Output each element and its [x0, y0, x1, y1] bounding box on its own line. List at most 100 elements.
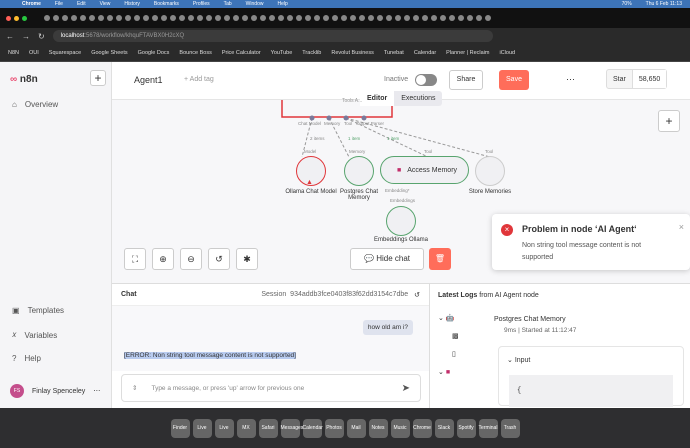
menu-tab[interactable]: Tab — [223, 1, 232, 7]
dock-app[interactable]: Slack — [434, 418, 454, 438]
battery[interactable]: 70% — [621, 1, 632, 7]
access-memory-icon[interactable]: ⌄ ■ — [438, 369, 451, 376]
zoom-in-icon[interactable]: ⊕ — [152, 248, 174, 270]
send-icon[interactable]: ➤ — [401, 382, 410, 394]
dock-app[interactable]: Live — [214, 418, 234, 438]
active-toggle[interactable] — [415, 74, 437, 86]
url-input[interactable]: localhost:5678/workflow/khquFTAVBX0H2cXQ — [52, 30, 493, 42]
dock-app[interactable]: MX — [236, 418, 256, 438]
agent-node-label[interactable]: Tools A... — [342, 98, 363, 104]
chat-input[interactable]: ⇕Type a message, or press 'up' arrow for… — [121, 374, 421, 402]
menu-view[interactable]: View — [99, 1, 111, 7]
tab-editor[interactable]: Editor — [360, 91, 395, 106]
dock-app[interactable]: Finder — [170, 418, 190, 438]
menu-bookmarks[interactable]: Bookmarks — [153, 1, 179, 7]
n8n-logo[interactable]: ∞ n8n — [10, 74, 38, 85]
dock-app[interactable]: Messages — [280, 418, 303, 438]
browser-tabs[interactable] — [44, 15, 491, 21]
create-button[interactable]: + — [90, 70, 106, 86]
clock[interactable]: Thu 6 Feb 11:13 — [645, 1, 682, 7]
mode-tabs: Editor Executions — [360, 91, 443, 106]
sidebar-item-help[interactable]: ?Help — [12, 354, 41, 363]
tab-executions[interactable]: Executions — [401, 95, 436, 102]
debug-icon[interactable]: ✱ — [236, 248, 258, 270]
node-label: Embeddings Ollama — [373, 237, 429, 243]
node-embeddings-ollama[interactable] — [386, 206, 416, 236]
node-access-memory[interactable]: ■Access Memory — [380, 156, 469, 184]
menu-file[interactable]: File — [54, 1, 63, 7]
refresh-session-icon[interactable]: ↺ — [414, 291, 420, 299]
chat-panel: Chat Session 934addb3fce0403f83f62dd3154… — [112, 283, 430, 408]
menu-edit[interactable]: Edit — [76, 1, 86, 7]
bookmark[interactable]: Bounce Boss — [179, 49, 212, 56]
hide-chat-button[interactable]: 💬 Hide chat — [350, 248, 424, 270]
dock-app[interactable]: Calendar — [302, 418, 323, 438]
agent-robot-icon[interactable]: ⌄ 🤖 — [438, 315, 455, 322]
bookmark[interactable]: N8N — [8, 49, 20, 56]
zoom-out-icon[interactable]: ⊖ — [180, 248, 202, 270]
bookmark[interactable]: YouTube — [270, 49, 293, 56]
menu-app[interactable]: Chrome — [22, 1, 41, 7]
mac-menubar: Chrome File Edit View History Bookmarks … — [0, 0, 690, 8]
ollama-icon[interactable]: ▯ — [452, 351, 456, 358]
save-button[interactable]: Save — [499, 70, 529, 90]
port-label: Tool — [424, 149, 433, 154]
close-window-icon[interactable] — [6, 15, 11, 21]
port-label: Tool — [485, 149, 494, 154]
input-toggle[interactable]: ⌄ Input — [507, 357, 531, 364]
node-ollama-chat-model[interactable] — [296, 156, 326, 186]
menu-history[interactable]: History — [124, 1, 140, 7]
dock-app[interactable]: Music — [390, 418, 410, 438]
forward-icon[interactable]: → — [22, 31, 30, 41]
share-button[interactable]: Share — [449, 70, 483, 90]
menu-profiles[interactable]: Profiles — [192, 1, 210, 7]
dock-app[interactable]: Chrome — [412, 418, 432, 438]
address-bar-row: ← → ↻ localhost:5678/workflow/khquFTAVBX… — [0, 28, 690, 44]
dock-app[interactable]: Spotify — [456, 418, 476, 438]
workflow-name[interactable]: Agent1 — [134, 75, 163, 85]
sidebar-item-overview[interactable]: ⌂Overview — [12, 100, 59, 109]
sidebar-item-templates[interactable]: ▣Templates — [12, 306, 65, 315]
menu-window[interactable]: Window — [245, 1, 264, 7]
bookmark[interactable]: Google Sheets — [91, 49, 128, 56]
bookmark[interactable]: iCloud — [499, 49, 516, 56]
bookmark[interactable]: Google Docs — [137, 49, 170, 56]
port-label: Memory — [324, 121, 341, 126]
bookmark[interactable]: OUI — [29, 49, 39, 56]
node-store-memories[interactable] — [475, 156, 505, 186]
dock-app[interactable]: Photos — [324, 418, 344, 438]
menu-help[interactable]: Help — [277, 1, 288, 7]
node-postgres-chat-memory[interactable] — [344, 156, 374, 186]
history-arrows-icon[interactable]: ⇕ — [132, 385, 138, 392]
bookmark[interactable]: Tunebat — [383, 49, 404, 56]
dock-app[interactable]: Safari — [258, 418, 278, 438]
back-icon[interactable]: ← — [6, 31, 14, 41]
more-options-icon[interactable]: ⋯ — [566, 74, 575, 84]
dock-app[interactable]: Trash — [500, 418, 520, 438]
delete-icon[interactable]: 🗑 — [429, 248, 451, 270]
add-tag-button[interactable]: + Add tag — [184, 76, 214, 83]
bookmark[interactable]: Tracklib — [302, 49, 322, 56]
maximize-window-icon[interactable] — [22, 15, 27, 21]
minimize-window-icon[interactable] — [14, 15, 19, 21]
reload-icon[interactable]: ↻ — [38, 31, 45, 41]
bookmark[interactable]: Revolut Business — [331, 49, 374, 56]
bookmark[interactable]: Squarespace — [48, 49, 82, 56]
fit-view-icon[interactable]: ⛶ — [124, 248, 146, 270]
add-node-button[interactable]: + — [658, 110, 680, 132]
bot-message: [ERROR: Non string tool message content … — [124, 352, 296, 359]
dock-app[interactable]: Terminal — [478, 418, 498, 438]
dock-app[interactable]: Mail — [346, 418, 366, 438]
chat-title: Chat — [121, 291, 137, 298]
dock-app[interactable]: Notes — [368, 418, 388, 438]
bookmark[interactable]: Planner | Reclaim — [446, 49, 490, 56]
reset-zoom-icon[interactable]: ↺ — [208, 248, 230, 270]
close-icon[interactable]: × — [678, 222, 684, 232]
bookmark[interactable]: Calendar — [413, 49, 437, 56]
bookmark[interactable]: Price Calculator — [221, 49, 261, 56]
dock-app[interactable]: Live — [192, 418, 212, 438]
postgres-icon[interactable]: ▩ — [452, 333, 459, 340]
